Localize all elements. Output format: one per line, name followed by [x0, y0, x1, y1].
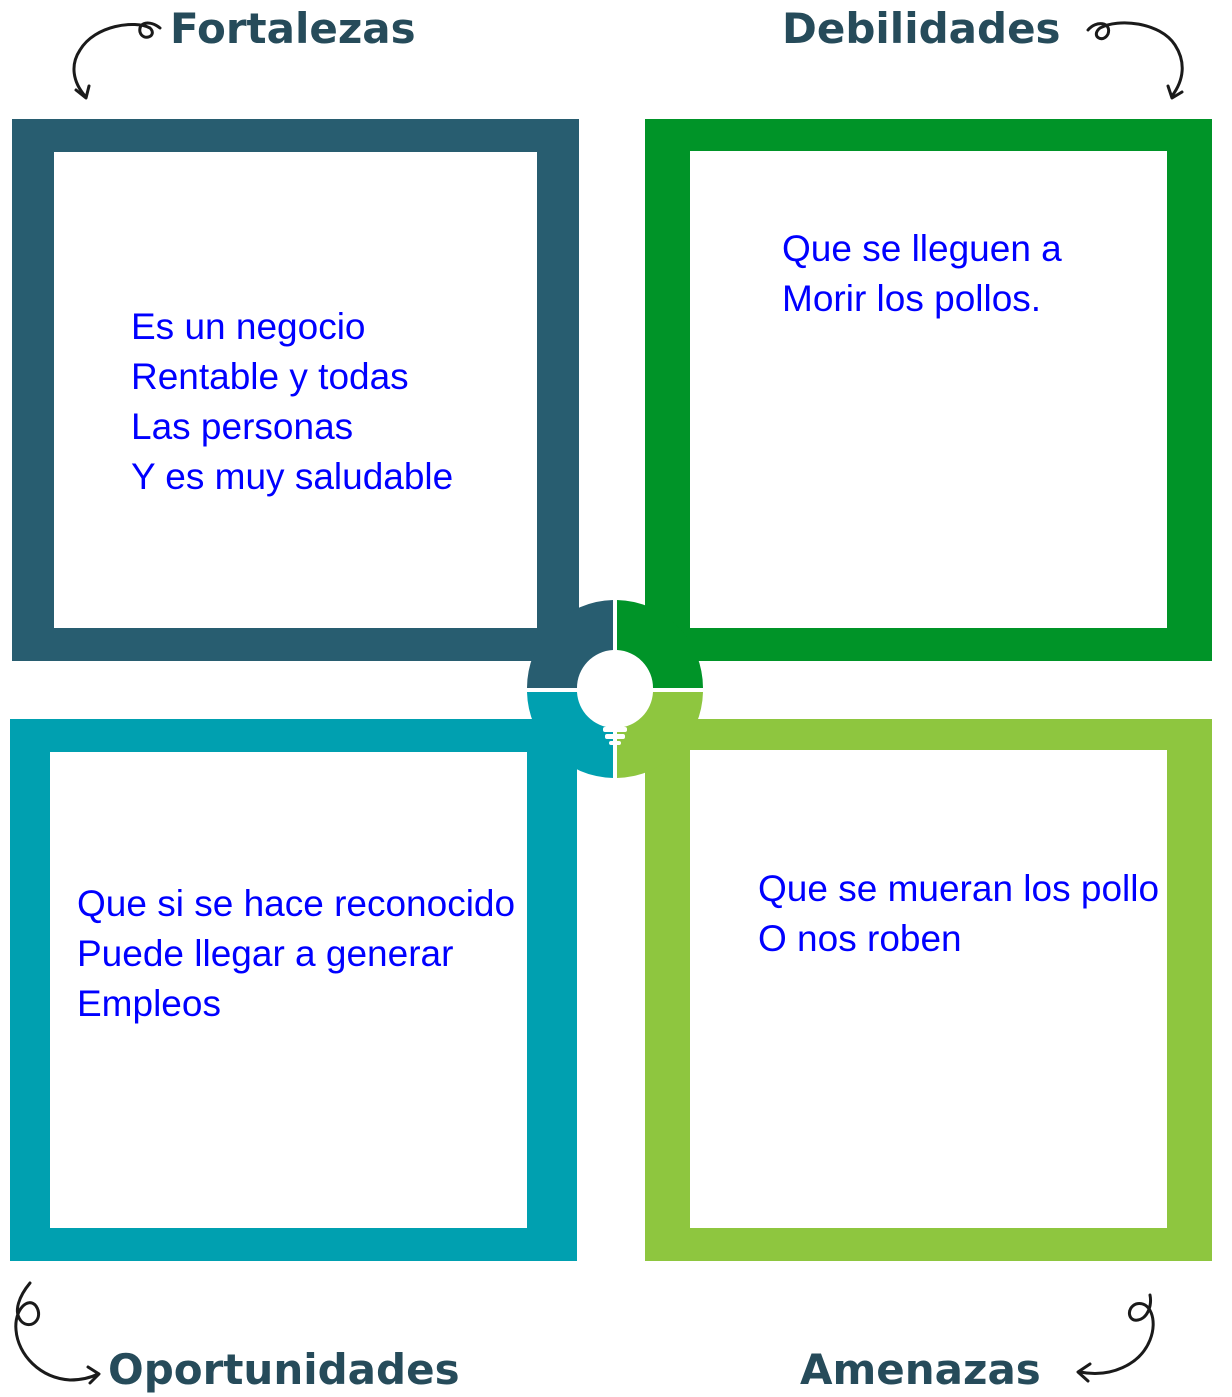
curly-arrow-icon-debilidades — [1086, 21, 1184, 100]
text-line: Y es muy saludable — [131, 456, 454, 497]
text-line: Puede llegar a generar — [77, 933, 454, 974]
text-line: Las personas — [131, 406, 354, 447]
quadrant-oportunidades-frame — [10, 719, 577, 1261]
quadrant-fortalezas-frame — [12, 119, 579, 661]
curly-arrow-icon-fortalezas — [72, 21, 162, 100]
quadrant-amenazas-text: Que se mueran los pollo O nos roben — [758, 864, 1159, 964]
quadrant-debilidades-text: Que se lleguen a Morir los pollos. — [782, 224, 1062, 324]
text-line: Que se mueran los pollo — [758, 868, 1160, 909]
heading-oportunidades: Oportunidades — [108, 1345, 460, 1394]
lightbulb-icon — [585, 652, 645, 745]
quadrant-amenazas-frame — [645, 719, 1212, 1261]
curly-arrow-icon-amenazas — [1076, 1293, 1155, 1383]
quadrant-fortalezas-text: Es un negocio Rentable y todas Las perso… — [131, 302, 453, 502]
text-line: Rentable y todas — [131, 356, 409, 397]
heading-debilidades: Debilidades — [782, 4, 1061, 53]
quadrant-debilidades-frame — [645, 119, 1212, 661]
text-line: O nos roben — [758, 918, 962, 959]
text-line: Que si se hace reconocido — [77, 883, 516, 924]
text-line: Que se lleguen a — [782, 228, 1062, 269]
text-line: Es un negocio — [131, 306, 366, 347]
quadrant-oportunidades-text: Que si se hace reconocido Puede llegar a… — [77, 879, 515, 1029]
text-line: Empleos — [77, 983, 221, 1024]
text-line: Morir los pollos. — [782, 278, 1042, 319]
heading-fortalezas: Fortalezas — [170, 4, 416, 53]
heading-amenazas: Amenazas — [800, 1345, 1041, 1394]
curly-arrow-icon-oportunidades — [14, 1281, 101, 1385]
